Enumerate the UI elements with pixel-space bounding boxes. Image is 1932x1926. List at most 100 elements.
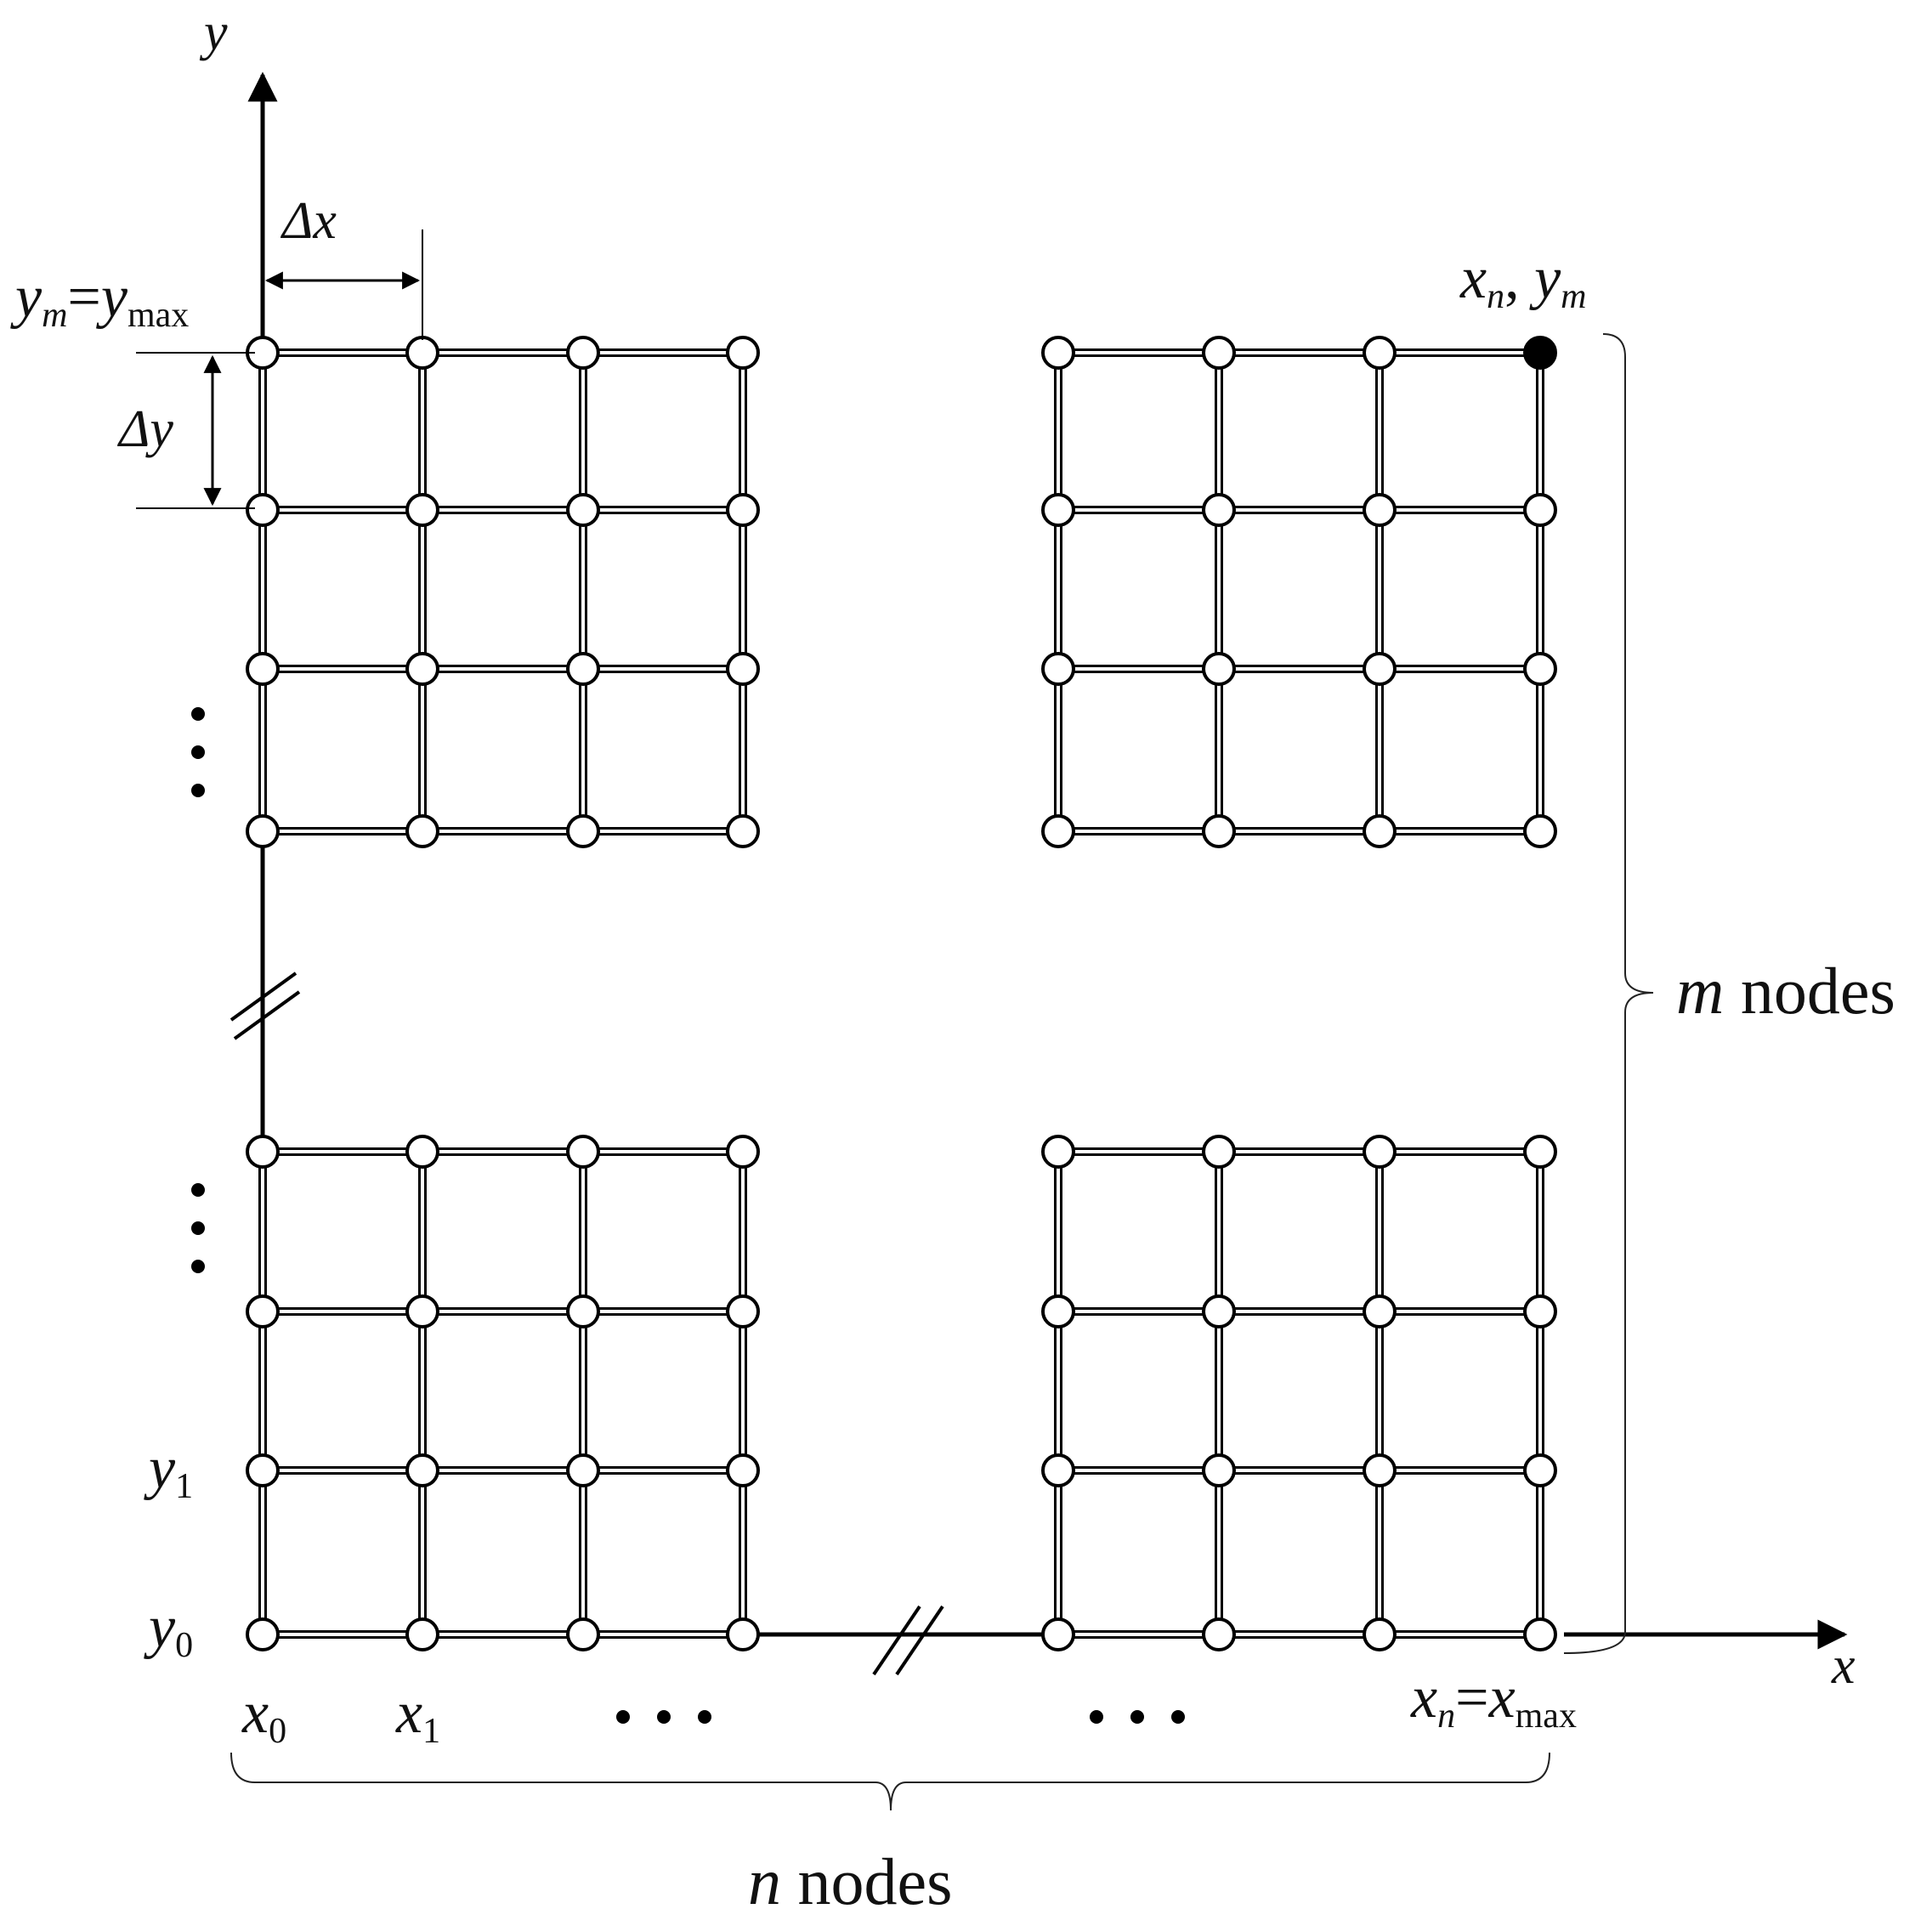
grid-node	[566, 1453, 600, 1487]
grid-node	[1202, 814, 1236, 848]
grid-node	[1523, 1453, 1557, 1487]
grid-node	[726, 652, 760, 686]
grid-node	[1202, 336, 1236, 370]
ellipsis-dot	[191, 1183, 205, 1197]
ellipsis-dot	[191, 1260, 205, 1273]
ellipsis-dot	[1090, 1710, 1103, 1724]
grid-node	[246, 652, 280, 686]
grid-blocks	[246, 336, 1557, 1651]
grid-node	[726, 1135, 760, 1169]
corner-node-label: xn, ym	[1459, 246, 1587, 316]
ellipsis-dot	[1130, 1710, 1144, 1724]
grid-node	[1363, 336, 1397, 370]
grid-node	[726, 1453, 760, 1487]
grid-node	[1363, 1453, 1397, 1487]
ellipsis-dot	[191, 707, 205, 721]
ellipsis-dot	[616, 1710, 630, 1724]
grid-node	[1363, 493, 1397, 527]
n-nodes-label: n nodes	[748, 1844, 952, 1918]
grid-node	[405, 336, 439, 370]
grid-node	[1363, 652, 1397, 686]
grid-node	[1363, 1617, 1397, 1651]
grid-node	[1523, 1617, 1557, 1651]
grid-node	[1202, 1135, 1236, 1169]
x-axis-break-mark	[872, 1605, 921, 1676]
grid-node	[1523, 493, 1557, 527]
y-axis-break-mark	[229, 971, 297, 1022]
m-nodes-label: m nodes	[1676, 954, 1895, 1028]
grid-node	[726, 1617, 760, 1651]
grid-node	[246, 1294, 280, 1328]
y-axis-break-mark	[233, 990, 301, 1040]
grid-node	[1202, 493, 1236, 527]
grid-node	[1041, 1294, 1075, 1328]
grid-node	[405, 1294, 439, 1328]
vertical-ellipsis-lower	[191, 1183, 205, 1273]
grid-node	[246, 1135, 280, 1169]
grid-node	[405, 1453, 439, 1487]
dy-label: Δy	[116, 400, 173, 458]
ellipsis-dot	[1171, 1710, 1185, 1724]
grid-node	[726, 336, 760, 370]
grid-node	[566, 493, 600, 527]
grid-node	[1523, 1135, 1557, 1169]
ellipsis-dot	[191, 784, 205, 797]
grid-node	[1202, 1453, 1236, 1487]
grid-node	[1202, 652, 1236, 686]
grid-node	[1363, 1294, 1397, 1328]
grid-node	[726, 1294, 760, 1328]
grid-node	[1041, 1453, 1075, 1487]
grid-node-filled	[1523, 336, 1557, 370]
x0-label: x0	[241, 1680, 286, 1751]
grid-node	[1523, 652, 1557, 686]
grid-block-bottom-right	[1041, 1135, 1557, 1651]
dx-label: Δx	[280, 192, 337, 250]
vertical-ellipsis-upper	[191, 707, 205, 797]
ym-equals-ymax-label: ym=ymax	[10, 264, 189, 335]
grid-node	[246, 1453, 280, 1487]
ellipsis-dot	[698, 1710, 711, 1724]
horizontal-ellipsis-right	[1090, 1710, 1185, 1724]
grid-node	[1041, 336, 1075, 370]
grid-node	[405, 814, 439, 848]
grid-node	[246, 1617, 280, 1651]
grid-node	[726, 493, 760, 527]
grid-node	[1041, 814, 1075, 848]
horizontal-ellipsis-left	[616, 1710, 711, 1724]
ellipsis-dot	[191, 1221, 205, 1235]
grid-block-top-right	[1041, 336, 1557, 848]
grid-node	[1041, 1617, 1075, 1651]
grid-node	[566, 336, 600, 370]
n-nodes-brace	[230, 1752, 1550, 1811]
grid-node	[726, 814, 760, 848]
ellipsis-dot	[657, 1710, 671, 1724]
y0-label: y0	[144, 1595, 193, 1665]
grid-node	[1202, 1617, 1236, 1651]
grid-node	[1202, 1294, 1236, 1328]
grid-node	[405, 652, 439, 686]
y-axis-label: y	[199, 3, 228, 61]
grid-node	[566, 652, 600, 686]
ellipsis-dots	[191, 707, 1185, 1724]
grid-node	[566, 1617, 600, 1651]
grid-node	[1041, 493, 1075, 527]
grid-node	[566, 1135, 600, 1169]
grid-node	[1041, 1135, 1075, 1169]
grid-node	[1363, 1135, 1397, 1169]
x1-label: x1	[395, 1680, 440, 1751]
x-axis-break-mark	[895, 1605, 944, 1676]
grid-node	[1523, 814, 1557, 848]
grid-node	[405, 493, 439, 527]
y1-label: y1	[144, 1436, 193, 1506]
grid-node	[1523, 1294, 1557, 1328]
grid-node	[405, 1135, 439, 1169]
x-axis-label: x	[1831, 1637, 1856, 1695]
grid-block-top-left	[246, 336, 760, 848]
m-nodes-brace	[1563, 333, 1654, 1654]
grid-block-bottom-left	[246, 1135, 760, 1651]
xn-equals-xmax-label: xn=xmax	[1410, 1665, 1577, 1736]
grid-node	[405, 1617, 439, 1651]
grid-node	[1363, 814, 1397, 848]
grid-node	[566, 1294, 600, 1328]
